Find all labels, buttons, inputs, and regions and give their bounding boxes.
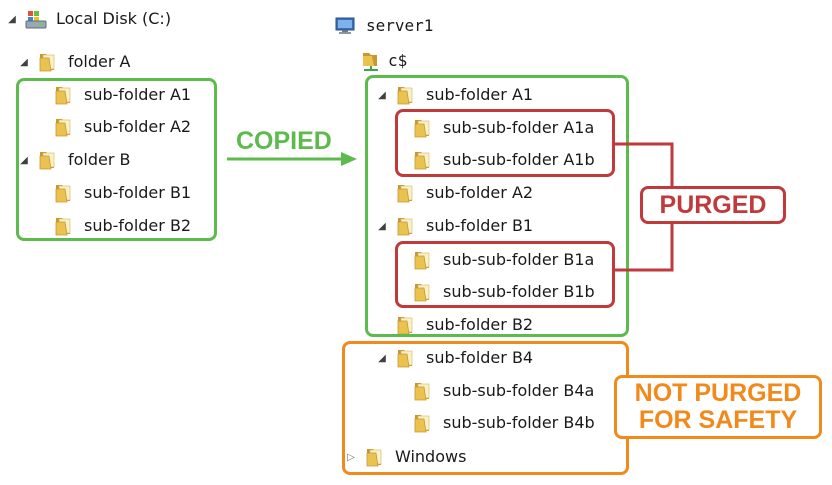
- tree-node-label: c$: [388, 51, 408, 70]
- tree-node-sub-folder-a2[interactable]: sub-folder A2: [52, 115, 191, 139]
- tree-node-sub-folder-b2[interactable]: sub-folder B2: [52, 214, 191, 238]
- purged-badge: PURGED: [640, 186, 786, 224]
- tree-node-sub-folder-b4[interactable]: ◢ sub-folder B4: [376, 346, 533, 370]
- tree-node-label: sub-folder A2: [426, 183, 534, 202]
- tree-node-label: sub-folder A1: [426, 85, 534, 104]
- tree-node-label: sub-folder B4: [426, 348, 534, 367]
- tree-node-label: sub-sub-folder B4a: [443, 381, 595, 400]
- not-purged-badge: NOT PURGED FOR SAFETY: [614, 375, 822, 439]
- tree-node-label: sub-folder B1: [426, 216, 534, 235]
- local-disk-icon: [24, 9, 47, 29]
- expand-arrow-icon[interactable]: ◢: [20, 154, 28, 166]
- tree-node-sub-folder-b2[interactable]: sub-folder B2: [394, 313, 533, 337]
- folder-icon: [36, 52, 58, 72]
- expand-arrow-icon[interactable]: ◢: [8, 13, 16, 25]
- tree-node-folder-b[interactable]: ◢ folder B: [18, 148, 131, 172]
- expand-arrow-icon[interactable]: ◢: [378, 89, 386, 101]
- tree-node-label: sub-folder A2: [84, 117, 192, 136]
- network-share-icon: [360, 51, 382, 71]
- not-purged-line-1: NOT PURGED: [634, 379, 802, 407]
- tree-node-sub-folder-a1[interactable]: sub-folder A1: [52, 83, 191, 107]
- tree-node-label: sub-sub-folder A1a: [443, 118, 595, 137]
- tree-node-sub-folder-a2[interactable]: sub-folder A2: [394, 181, 533, 205]
- tree-node-server1[interactable]: server1: [334, 14, 433, 38]
- tree-node-windows[interactable]: ▷ Windows: [345, 445, 466, 469]
- tree-node-label: sub-folder B1: [84, 183, 192, 202]
- copied-label: COPIED: [236, 127, 332, 155]
- tree-node-local-disk[interactable]: ◢ Local Disk (C:): [6, 7, 171, 31]
- tree-node-label: sub-sub-folder B4b: [443, 413, 595, 432]
- tree-node-sub-sub-folder-b4a[interactable]: sub-sub-folder B4a: [411, 379, 594, 403]
- tree-node-label: sub-sub-folder A1b: [443, 150, 595, 169]
- tree-node-sub-sub-folder-b4b[interactable]: sub-sub-folder B4b: [411, 411, 595, 435]
- not-purged-outline: [342, 341, 629, 475]
- expand-arrow-icon[interactable]: ◢: [20, 56, 28, 68]
- tree-node-sub-folder-a1[interactable]: ◢ sub-folder A1: [376, 83, 533, 107]
- tree-node-sub-sub-folder-b1a[interactable]: sub-sub-folder B1a: [411, 248, 594, 272]
- tree-node-sub-folder-b1[interactable]: sub-folder B1: [52, 181, 191, 205]
- purged-group-b1-outline: [395, 241, 615, 308]
- collapse-arrow-icon[interactable]: ▷: [347, 451, 355, 463]
- tree-node-c-share[interactable]: c$: [360, 49, 407, 73]
- tree-node-label: folder A: [68, 52, 131, 71]
- computer-icon: [334, 16, 356, 36]
- tree-node-label: sub-folder B2: [426, 315, 534, 334]
- copied-destination-outline: [365, 75, 629, 337]
- tree-node-label: sub-sub-folder B1a: [443, 250, 595, 269]
- tree-node-label: Windows: [395, 447, 467, 466]
- expand-arrow-icon[interactable]: ◢: [378, 220, 386, 232]
- tree-node-folder-a[interactable]: ◢ folder A: [18, 50, 130, 74]
- copied-arrow-icon: [227, 152, 357, 166]
- expand-arrow-icon[interactable]: ◢: [378, 352, 386, 364]
- tree-node-label: server1: [366, 16, 434, 35]
- tree-node-label: Local Disk (C:): [56, 9, 172, 28]
- tree-node-sub-sub-folder-a1a[interactable]: sub-sub-folder A1a: [411, 116, 594, 140]
- tree-node-label: folder B: [68, 150, 131, 169]
- purged-group-a1-outline: [395, 109, 615, 177]
- tree-node-sub-folder-b1[interactable]: ◢ sub-folder B1: [376, 214, 533, 238]
- not-purged-line-2: FOR SAFETY: [638, 406, 798, 434]
- tree-node-sub-sub-folder-b1b[interactable]: sub-sub-folder B1b: [411, 280, 595, 304]
- tree-node-label: sub-folder A1: [84, 85, 192, 104]
- tree-node-label: sub-folder B2: [84, 216, 192, 235]
- copied-source-outline: [16, 78, 217, 241]
- tree-node-label: sub-sub-folder B1b: [443, 282, 595, 301]
- tree-node-sub-sub-folder-a1b[interactable]: sub-sub-folder A1b: [411, 148, 595, 172]
